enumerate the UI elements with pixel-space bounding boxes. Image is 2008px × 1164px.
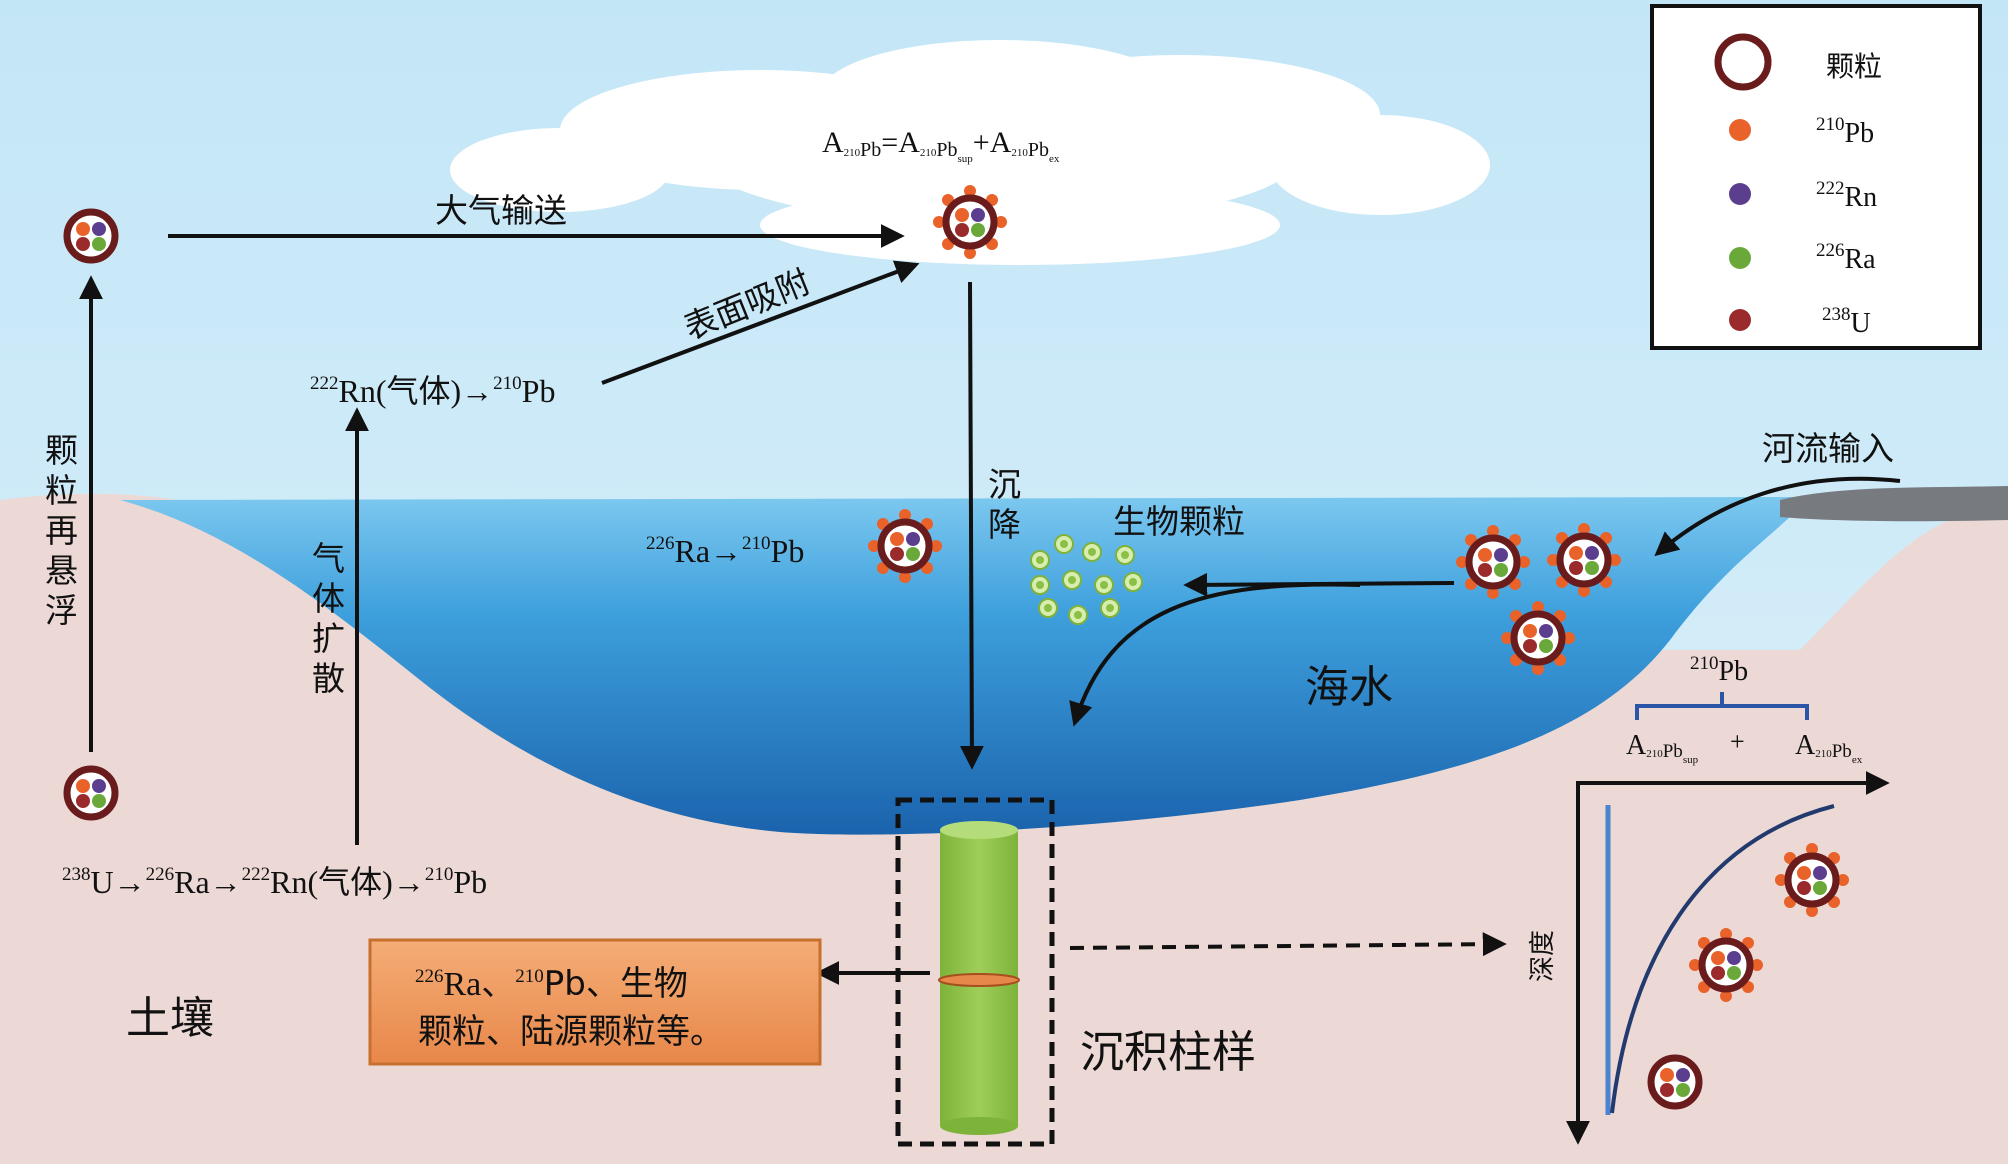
river-input-label: 河流输入 xyxy=(1762,429,1894,468)
river-input-arrow xyxy=(1654,476,1901,557)
svg-text:扩: 扩 xyxy=(312,619,345,658)
core-slice xyxy=(938,973,1020,987)
legend-u-dot xyxy=(1729,309,1751,331)
land-rock xyxy=(1780,486,2008,522)
svg-text:气: 气 xyxy=(312,539,345,578)
profile-pb-label: 210Pb xyxy=(1690,653,1748,687)
depth-label: 深度 xyxy=(1528,930,1558,982)
core-content-box: 226Ra、210Pb、生物 颗粒、陆源颗粒等。 xyxy=(368,938,822,1066)
svg-text:粒: 粒 xyxy=(45,471,78,510)
depth-profile: 210Pb A210Pbsup + A210Pbex 深度 xyxy=(1528,653,1890,1145)
settling-curve-arrow xyxy=(1069,582,1361,727)
river-particle-1 xyxy=(1456,525,1530,599)
sediment-core-label: 沉积柱样 xyxy=(1080,1027,1256,1078)
legend-rn-label: 222Rn xyxy=(1816,178,1877,213)
arrows xyxy=(79,224,1901,985)
core-dashed-frame xyxy=(895,797,1055,1147)
profile-plus: + xyxy=(1730,727,1745,756)
deposition-label: 沉 降 xyxy=(988,465,1021,544)
svg-text:浮: 浮 xyxy=(45,591,78,630)
sea-water-body xyxy=(120,497,1810,835)
core-content-line2: 颗粒、陆源颗粒等。 xyxy=(418,1012,724,1052)
activity-equation: A210Pb=A210Pbsup+A210Pbex xyxy=(822,126,1060,165)
svg-text:再: 再 xyxy=(45,511,78,550)
excess-decay-curve xyxy=(1610,804,1835,1114)
core-content-frame xyxy=(368,938,822,1066)
cloud xyxy=(450,40,1490,265)
seawater-particle xyxy=(868,509,942,583)
surface-adsorb-arrow xyxy=(601,260,920,385)
to-profile-arrow xyxy=(1069,932,1507,957)
resuspension-label: 颗 粒 再 悬 浮 xyxy=(45,431,78,630)
legend-u-label: 238U xyxy=(1822,304,1871,339)
legend: 颗粒 210Pb 222Rn 226Ra 238U xyxy=(1650,4,1982,350)
seawater-label: 海水 xyxy=(1305,662,1393,713)
core-bottom xyxy=(940,1117,1018,1135)
river-particle-2 xyxy=(1547,523,1621,597)
water-chain-label: 226Ra→210Pb xyxy=(646,533,804,569)
svg-text:降: 降 xyxy=(988,505,1021,544)
legend-frame xyxy=(1650,4,1982,350)
profile-brace xyxy=(1635,692,1809,720)
svg-text:悬: 悬 xyxy=(45,551,78,590)
bio-particles-label: 生物颗粒 xyxy=(1113,502,1245,541)
legend-rn-dot xyxy=(1729,183,1751,205)
svg-text:颗: 颗 xyxy=(45,431,78,470)
river-particle-3 xyxy=(1501,601,1575,675)
svg-text:散: 散 xyxy=(312,659,345,698)
profile-particle-bottom xyxy=(1651,1058,1699,1106)
cloud-particle xyxy=(933,185,1007,259)
atm-transport-label: 大气输送 xyxy=(435,191,567,230)
legend-pb-label: 210Pb xyxy=(1816,114,1874,149)
gas-diffusion-label: 气 体 扩 散 xyxy=(312,539,345,698)
soil-particle xyxy=(67,769,115,817)
legend-pb-dot xyxy=(1729,119,1751,141)
core-content-line1: 226Ra、210Pb、生物 xyxy=(415,964,688,1004)
svg-text:沉: 沉 xyxy=(988,465,1021,504)
profile-particle-top xyxy=(1775,843,1849,917)
resuspended-particle xyxy=(67,212,115,260)
soil-chain-label: 238U→226Ra→222Rn(气体)→210Pb xyxy=(62,864,487,900)
svg-text:体: 体 xyxy=(312,579,345,618)
sediment-core xyxy=(895,797,1055,1147)
deposition-arrow xyxy=(959,281,984,770)
profile-sup-term: A210Pbsup xyxy=(1626,730,1699,766)
legend-ra-dot xyxy=(1729,247,1751,269)
legend-particle-symbol xyxy=(1714,33,1772,91)
profile-particle-mid xyxy=(1689,928,1763,1002)
soil-label: 土壤 xyxy=(126,993,214,1044)
core-top xyxy=(940,821,1018,839)
profile-ex-term: A210Pbex xyxy=(1795,730,1863,766)
air-chain-label: 222Rn(气体)→210Pb xyxy=(310,373,555,409)
legend-particle-label: 颗粒 xyxy=(1826,50,1882,83)
legend-ra-label: 226Ra xyxy=(1816,240,1876,275)
